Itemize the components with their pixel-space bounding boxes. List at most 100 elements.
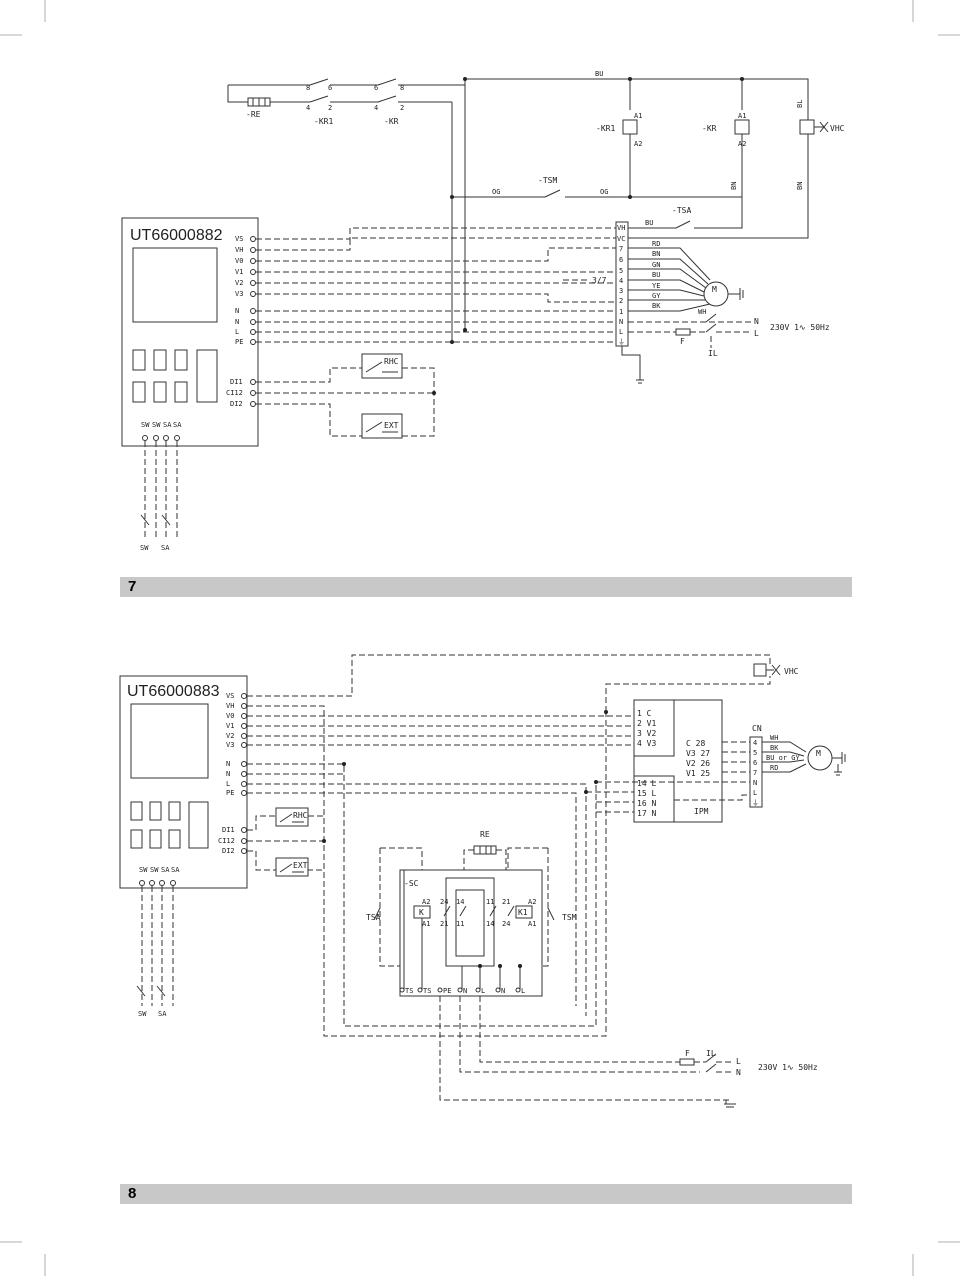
contact-number: 8 (306, 84, 310, 92)
svg-text:N: N (226, 760, 230, 768)
switch-label: -TSA (672, 206, 691, 215)
coil-terminal: A2 (738, 140, 746, 148)
relay-label: -RE (246, 110, 261, 119)
svg-text:2: 2 (619, 297, 623, 305)
contact-number: 6 (328, 84, 332, 92)
svg-text:TS: TS (405, 987, 413, 995)
svg-text:SA: SA (163, 421, 172, 429)
svg-text:PE: PE (226, 789, 234, 797)
svg-text:V1: V1 (226, 722, 234, 730)
svg-text:GN: GN (652, 261, 660, 269)
vhc-label: VHC (784, 667, 799, 676)
terminal-label: V1 (235, 268, 243, 276)
motor-label: M (712, 285, 717, 294)
controller-button (132, 349, 146, 371)
svg-text:SA: SA (161, 866, 170, 874)
svg-text:V0: V0 (226, 712, 234, 720)
svg-text:YE: YE (652, 282, 660, 290)
terminal-label: V0 (235, 257, 243, 265)
section-header-7: 7 (120, 577, 852, 597)
contact-number: 14 (456, 898, 464, 906)
coil-terminal: A2 (634, 140, 642, 148)
terminal-label: N (235, 318, 239, 326)
coil-terminal: A1 (738, 112, 746, 120)
re-label: RE (480, 830, 490, 839)
svg-text:16 N: 16 N (637, 799, 656, 808)
controller-button (188, 801, 209, 849)
contact-number: 21 (502, 898, 510, 906)
contact-number: 24 (440, 898, 448, 906)
relay-pin: A1 (528, 920, 536, 928)
terminal-label: V2 (235, 279, 243, 287)
controller-button (149, 801, 162, 821)
terminal-label: DI2 (230, 400, 243, 408)
svg-text:7: 7 (753, 769, 757, 777)
svg-text:DI1: DI1 (222, 826, 235, 834)
terminal-label: N (235, 307, 239, 315)
section-number: 7 (128, 578, 137, 595)
svg-text:C 28: C 28 (686, 739, 705, 748)
contact-number: 11 (486, 898, 494, 906)
controller-button (168, 801, 181, 821)
sc-label: -SC (404, 879, 419, 888)
ipm-label: IPM (694, 807, 709, 816)
relay-pin: A2 (528, 898, 536, 906)
cn-terminals: 4 5 6 7 N L ⏚ (752, 739, 759, 807)
terminal-label: DI1 (230, 378, 243, 386)
sc-terminals: TS TS PE N L N L (405, 987, 525, 995)
supply-terminal: L (736, 1057, 741, 1066)
svg-text:SW: SW (141, 421, 150, 429)
wire-color: BU (595, 70, 603, 78)
svg-text:VH: VH (226, 702, 234, 710)
contact-number: 2 (328, 104, 332, 112)
svg-text:N: N (619, 318, 623, 326)
coil-terminal: A1 (634, 112, 642, 120)
svg-text:V3 27: V3 27 (686, 749, 710, 758)
controller-button (149, 829, 162, 849)
sensor-terminals-8: SW SW SA SA (139, 866, 180, 874)
svg-text:SA: SA (173, 421, 182, 429)
controller-model: UT66000882 (130, 227, 223, 244)
switch-label: RHC (293, 811, 308, 820)
controller-button (168, 829, 181, 849)
svg-text:SA: SA (171, 866, 180, 874)
diagram-8: UT66000883 VS VH V0 V1 V2 V3 N N L PE DI… (119, 654, 846, 1108)
motor-wire-colors: RD BN GN BU YE GY BK WH (652, 240, 706, 316)
relay-label: K1 (518, 908, 528, 917)
sensor-label: SA (161, 544, 170, 552)
svg-text:TS: TS (423, 987, 431, 995)
terminal-label: CI12 (226, 389, 243, 397)
relay-label: -KR (384, 117, 399, 126)
svg-text:PE: PE (443, 987, 451, 995)
supply-label: 230V 1∿ 50Hz (758, 1063, 818, 1072)
svg-text:6: 6 (619, 256, 623, 264)
ipm-left-terminals: 1 C 2 V1 3 V2 4 V3 14 L 15 L 16 N 17 N (637, 709, 656, 818)
controller-button (174, 349, 188, 371)
svg-text:VC: VC (617, 235, 625, 243)
fuse-label: F (680, 337, 685, 346)
terminal-block-labels: VH VC 7 6 5 4 3 2 1 N L ⏚ (617, 224, 625, 346)
svg-text:3 V2: 3 V2 (637, 729, 656, 738)
re-heater (473, 845, 497, 855)
svg-text:L: L (753, 789, 757, 797)
relay-label: K (419, 908, 424, 917)
svg-text:3: 3 (619, 287, 623, 295)
cn-label: CN (752, 724, 762, 733)
isolator-label: IL (706, 1049, 716, 1058)
og-label: OG (600, 188, 608, 196)
relay-pin: A2 (422, 898, 430, 906)
svg-text:L: L (226, 780, 230, 788)
svg-text:⏚: ⏚ (618, 338, 625, 346)
contact-number: 21 (440, 920, 448, 928)
svg-text:DI2: DI2 (222, 847, 235, 855)
controller-button (130, 829, 143, 849)
svg-text:L: L (619, 328, 623, 336)
svg-text:VS: VS (226, 692, 234, 700)
svg-text:VH: VH (617, 224, 625, 232)
controller-display (132, 247, 218, 323)
svg-text:1 C: 1 C (637, 709, 652, 718)
fuse-label: F (685, 1049, 690, 1058)
supply-terminal: N (736, 1068, 741, 1077)
